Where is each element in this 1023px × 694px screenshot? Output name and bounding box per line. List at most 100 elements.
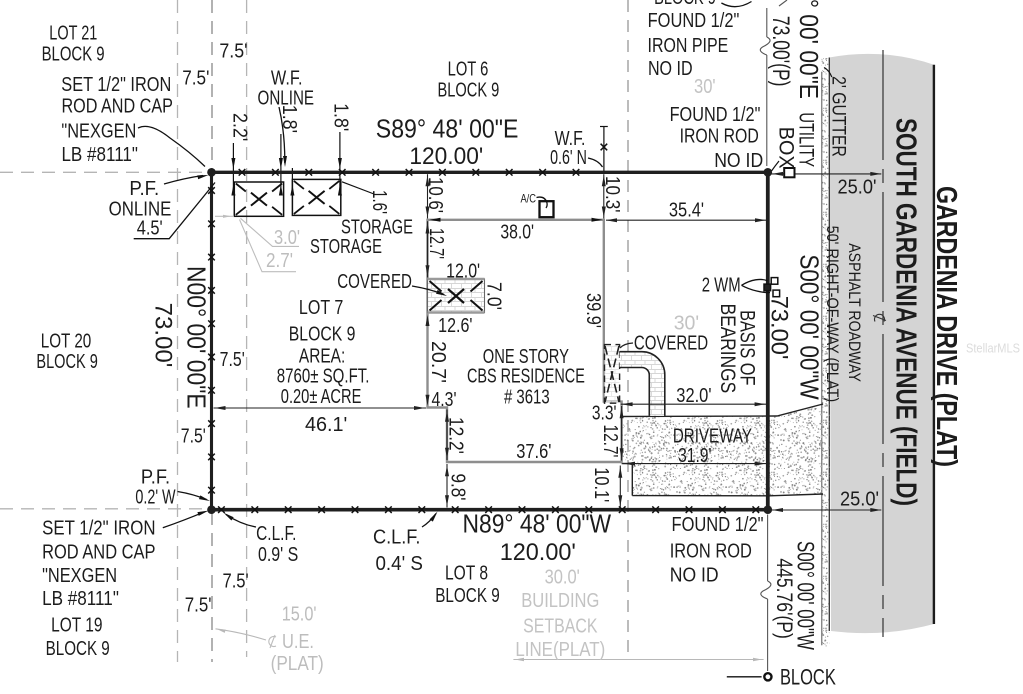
svg-text:SET 1/2" IRON: SET 1/2" IRON	[61, 73, 171, 96]
svg-text:P.F.: P.F.	[141, 466, 170, 489]
svg-text:C.L.F.: C.L.F.	[256, 522, 296, 545]
svg-text:20.7': 20.7'	[427, 341, 450, 383]
svg-text:UTILITY: UTILITY	[795, 112, 818, 167]
svg-text:7.5': 7.5'	[185, 594, 212, 617]
svg-text:LOT 19: LOT 19	[51, 614, 102, 637]
svg-text:10.6': 10.6'	[424, 177, 447, 213]
svg-text:ROD AND CAP: ROD AND CAP	[61, 95, 173, 118]
svg-text:7.5': 7.5'	[220, 348, 245, 371]
svg-text:0.6' N: 0.6' N	[550, 146, 587, 169]
svg-text:7.0': 7.0'	[483, 282, 506, 310]
svg-text:37.6': 37.6'	[516, 440, 551, 463]
svg-text:LINE(PLAT): LINE(PLAT)	[515, 638, 605, 661]
svg-text:# 3613: # 3613	[504, 386, 550, 409]
svg-text:ROD AND CAP: ROD AND CAP	[42, 541, 155, 564]
svg-text:BLOCK 9: BLOCK 9	[46, 637, 110, 660]
svg-text:"NEXGEN: "NEXGEN	[61, 120, 136, 143]
svg-text:0.4' S: 0.4' S	[375, 552, 423, 575]
svg-text:ONLINE: ONLINE	[109, 198, 172, 221]
svg-text:N00° 00' 00"E: N00° 00' 00"E	[794, 0, 822, 99]
svg-text:U.E.: U.E.	[282, 630, 314, 653]
svg-text:8760± SQ.FT.: 8760± SQ.FT.	[277, 365, 370, 388]
svg-text:73.00'(P): 73.00'(P)	[767, 16, 794, 87]
svg-text:BLOCK 9: BLOCK 9	[654, 0, 716, 9]
svg-text:2.7': 2.7'	[266, 249, 293, 272]
svg-text:1.8': 1.8'	[278, 105, 301, 133]
svg-text:LOT 21: LOT 21	[49, 22, 97, 45]
svg-text:SET 1/2" IRON: SET 1/2" IRON	[42, 517, 155, 540]
svg-text:"NEXGEN: "NEXGEN	[42, 564, 117, 587]
svg-text:BUILDING: BUILDING	[521, 589, 599, 612]
svg-text:NO ID: NO ID	[714, 149, 763, 172]
svg-text:DRIVEWAY: DRIVEWAY	[673, 425, 752, 448]
svg-text:7.5': 7.5'	[219, 40, 247, 63]
svg-text:LOT 20: LOT 20	[41, 330, 92, 353]
svg-text:120.00': 120.00'	[409, 143, 483, 170]
svg-text:46.1': 46.1'	[305, 413, 347, 436]
svg-text:LOT 7: LOT 7	[299, 296, 343, 319]
svg-text:2' GUTTER: 2' GUTTER	[828, 76, 849, 157]
svg-text:7.5': 7.5'	[222, 570, 248, 593]
svg-text:BLOCK 9: BLOCK 9	[438, 79, 500, 102]
svg-text:12.0': 12.0'	[446, 260, 480, 283]
svg-text:25.0': 25.0'	[840, 488, 879, 511]
svg-text:7.5': 7.5'	[181, 425, 206, 448]
svg-text:BASIS OF: BASIS OF	[735, 310, 758, 385]
svg-text:BLOCK 9: BLOCK 9	[289, 323, 356, 346]
svg-text:30.0': 30.0'	[545, 566, 580, 589]
svg-text:BLOCK: BLOCK	[780, 665, 836, 690]
svg-text:BLOCK 9: BLOCK 9	[36, 350, 97, 373]
svg-text:15.0': 15.0'	[282, 603, 317, 626]
svg-text:FOUND 1/2": FOUND 1/2"	[648, 9, 740, 32]
svg-text:IRON PIPE: IRON PIPE	[648, 34, 729, 57]
svg-text:P.F.: P.F.	[129, 177, 159, 200]
svg-text:12.7': 12.7'	[425, 228, 448, 259]
svg-text:(PLAT): (PLAT)	[271, 652, 324, 675]
svg-text:COVERED: COVERED	[337, 270, 412, 293]
svg-text:3.3': 3.3'	[592, 402, 617, 425]
svg-text:LOT 6: LOT 6	[448, 58, 489, 81]
svg-text:1.8': 1.8'	[330, 103, 353, 131]
svg-text:30': 30'	[674, 312, 699, 335]
svg-text:LOT 8: LOT 8	[445, 562, 488, 585]
svg-text:NO ID: NO ID	[648, 57, 693, 80]
svg-text:ONE STORY: ONE STORY	[483, 345, 569, 368]
svg-text:0.20± ACRE: 0.20± ACRE	[281, 385, 362, 408]
svg-text:3.0': 3.0'	[274, 226, 300, 249]
svg-text:4.5': 4.5'	[137, 217, 163, 240]
svg-text:FOUND 1/2": FOUND 1/2"	[670, 103, 761, 126]
svg-text:NO ID: NO ID	[670, 564, 719, 587]
svg-text:12.7': 12.7'	[599, 425, 622, 458]
svg-text:0.2' W: 0.2' W	[135, 486, 176, 509]
svg-text:30': 30'	[694, 75, 716, 98]
svg-text:CORNER: CORNER	[774, 691, 838, 694]
svg-text:FOUND 1/2": FOUND 1/2"	[672, 513, 764, 536]
svg-text:2.2': 2.2'	[229, 113, 252, 141]
svg-text:BLOCK 9: BLOCK 9	[42, 43, 105, 66]
svg-text:4.3': 4.3'	[432, 388, 457, 411]
svg-text:STORAGE: STORAGE	[341, 216, 413, 239]
svg-text:BEARINGS: BEARINGS	[716, 304, 739, 394]
svg-text:BOX: BOX	[775, 127, 798, 169]
svg-text:S89° 48' 00"E: S89° 48' 00"E	[376, 116, 519, 144]
svg-text:LB #8111": LB #8111"	[42, 587, 119, 610]
svg-text:CBS RESIDENCE: CBS RESIDENCE	[467, 365, 585, 388]
svg-text:SETBACK: SETBACK	[523, 615, 598, 638]
svg-text:120.00': 120.00'	[500, 539, 576, 566]
svg-text:S00° 00' 00"W: S00° 00' 00"W	[792, 541, 819, 650]
svg-text:50' RIGHT-OF-WAY (PLAT): 50' RIGHT-OF-WAY (PLAT)	[823, 226, 841, 403]
svg-text:GARDENIA DRIVE (PLAT): GARDENIA DRIVE (PLAT)	[930, 186, 962, 467]
svg-text:N00° 00' 00"E: N00° 00' 00"E	[182, 266, 210, 409]
svg-text:COVERED: COVERED	[634, 332, 708, 355]
svg-text:32.0': 32.0'	[676, 384, 711, 407]
svg-text:STORAGE: STORAGE	[310, 235, 382, 258]
svg-text:12.6': 12.6'	[438, 314, 472, 337]
svg-text:10.1': 10.1'	[590, 467, 613, 502]
svg-text:ASPHALT ROADWAY: ASPHALT ROADWAY	[845, 243, 863, 382]
svg-text:2 WM: 2 WM	[702, 274, 741, 297]
svg-text:12.2': 12.2'	[445, 417, 468, 454]
svg-text:AREA:: AREA:	[299, 345, 345, 368]
svg-text:38.0': 38.0'	[500, 221, 534, 244]
svg-text:W.F.: W.F.	[271, 67, 303, 90]
svg-text:9.8': 9.8'	[447, 474, 470, 501]
